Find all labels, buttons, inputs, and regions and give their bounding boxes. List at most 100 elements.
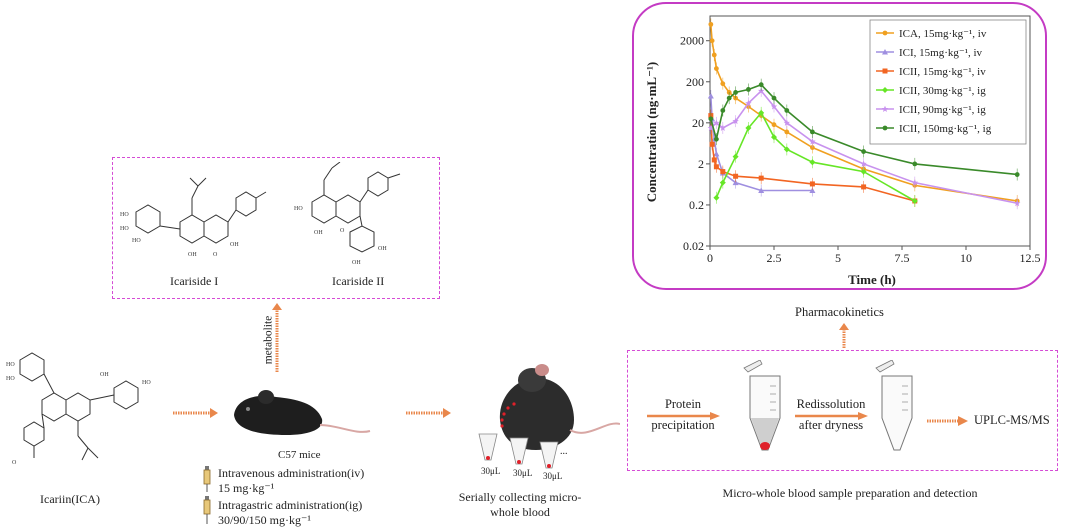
data-point: [720, 108, 726, 113]
data-point: [720, 169, 726, 175]
data-point: [771, 134, 777, 141]
legend-marker: [882, 125, 888, 131]
data-point: [861, 149, 866, 154]
data-point: [745, 100, 752, 107]
data-point: [713, 150, 720, 157]
icariin-structure: HO HO OH HO O: [6, 352, 151, 466]
data-point: [771, 95, 777, 101]
data-point: [1014, 172, 1020, 177]
data-point: [732, 153, 739, 160]
legend-label: ICII, 90mg·kg⁻¹, ig: [899, 104, 986, 116]
data-point: [733, 90, 738, 95]
metabolites-box: [112, 157, 440, 299]
data-point: [719, 179, 726, 186]
data-point: [719, 124, 726, 131]
arrow-mice-to-blood: [406, 408, 451, 418]
data-point: [770, 103, 778, 110]
legend-marker: [882, 68, 888, 74]
data-point: [746, 87, 751, 92]
x-axis-label: Time (h): [848, 272, 896, 287]
data-point: [707, 124, 715, 131]
data-point: [911, 179, 918, 186]
legend-marker: [881, 105, 889, 112]
y-tick-label: 20: [692, 116, 704, 130]
blood-tube-1: [478, 433, 498, 461]
plot-border: [709, 15, 1031, 247]
data-point: [758, 187, 765, 193]
series-6: [708, 78, 1020, 181]
ic1-o-label: O: [213, 252, 218, 258]
tube-with-pellet: [743, 360, 781, 451]
data-point: [810, 129, 815, 135]
after-dryness-label: after dryness: [798, 418, 864, 432]
legend-marker: [882, 87, 888, 93]
legend-label: ICA, 15mg·kg⁻¹, iv: [899, 28, 987, 40]
plot-area: [709, 15, 1031, 247]
data-point: [758, 87, 765, 94]
y-tick-label: 2000: [680, 34, 704, 48]
x-tick-label: 10: [960, 251, 972, 265]
ic1-oh-label-2: OH: [188, 252, 197, 258]
blood-tube-2: [509, 437, 529, 465]
tube-redissolved: [875, 360, 913, 451]
blood-tube-3: [539, 441, 559, 469]
ic1-ho-label-3: HO: [132, 238, 141, 244]
data-point: [708, 116, 714, 122]
data-point: [784, 108, 790, 113]
syringe-icon: [203, 466, 211, 492]
icariside2-structure: HO OH OH OH O: [294, 162, 401, 266]
icariside1-structure: HO HO HO OH OH O: [120, 177, 267, 258]
data-point: [713, 119, 720, 126]
data-point: [720, 81, 726, 87]
uplc-msms-label: UPLC-MS/MS: [974, 413, 1050, 427]
y-tick-label: 2: [698, 157, 704, 171]
data-point: [809, 181, 815, 187]
ic1-ho-label-2: HO: [120, 226, 129, 232]
series-5: [707, 84, 1021, 210]
data-point: [771, 122, 777, 128]
series-4: [713, 106, 918, 207]
mice-label: C57 mice: [278, 449, 321, 461]
pk-caption: Pharmacokinetics: [795, 305, 884, 319]
blood-volume-1: 30μL: [481, 466, 501, 476]
data-point: [861, 184, 867, 190]
redissolution-label: Redissolution: [796, 397, 866, 411]
data-point: [809, 187, 816, 193]
legend-marker: [882, 49, 888, 55]
ica-oh-label-1: OH: [100, 372, 109, 378]
ic2-oh-label-2: OH: [352, 260, 361, 266]
sample-prep-caption: Micro-whole blood sample preparation and…: [722, 486, 978, 500]
data-point: [709, 141, 715, 147]
ica-ho-label-1: HO: [6, 362, 15, 368]
iv-dose-label: 15 mg·kg⁻¹: [218, 481, 275, 495]
arrow-redissolution: [795, 412, 868, 420]
data-point: [758, 175, 764, 181]
blood-caption-line-2: whole blood: [490, 505, 550, 519]
x-tick-label: 2.5: [767, 251, 782, 265]
data-point: [708, 21, 714, 27]
data-point: [711, 157, 717, 163]
legend-label: ICII, 150mg·kg⁻¹, ig: [899, 123, 992, 135]
data-point: [711, 52, 717, 58]
data-point: [911, 197, 918, 204]
arrow-precipitation: [647, 412, 720, 420]
mouse-blood-sampling-image: [499, 364, 620, 450]
data-point: [758, 109, 765, 116]
protein-precipitation-label: Protein: [640, 397, 726, 412]
blood-volume-3: 30μL: [543, 471, 563, 481]
data-point: [732, 117, 739, 125]
ig-dose-label: 30/90/150 mg·kg⁻¹: [218, 513, 311, 527]
sample-prep-box: [627, 350, 1058, 471]
ica-ho-label-3: HO: [142, 380, 151, 386]
series-line: [715, 111, 916, 202]
data-point: [714, 66, 719, 71]
legend-box: [869, 19, 1027, 145]
data-point: [758, 82, 764, 88]
ic2-oh-label-3: OH: [378, 246, 387, 252]
data-point: [912, 161, 918, 167]
ic2-oh-label-1: OH: [314, 230, 323, 236]
y-tick-label: 0.02: [683, 239, 704, 253]
arrow-icariin-to-mice: [173, 408, 218, 418]
